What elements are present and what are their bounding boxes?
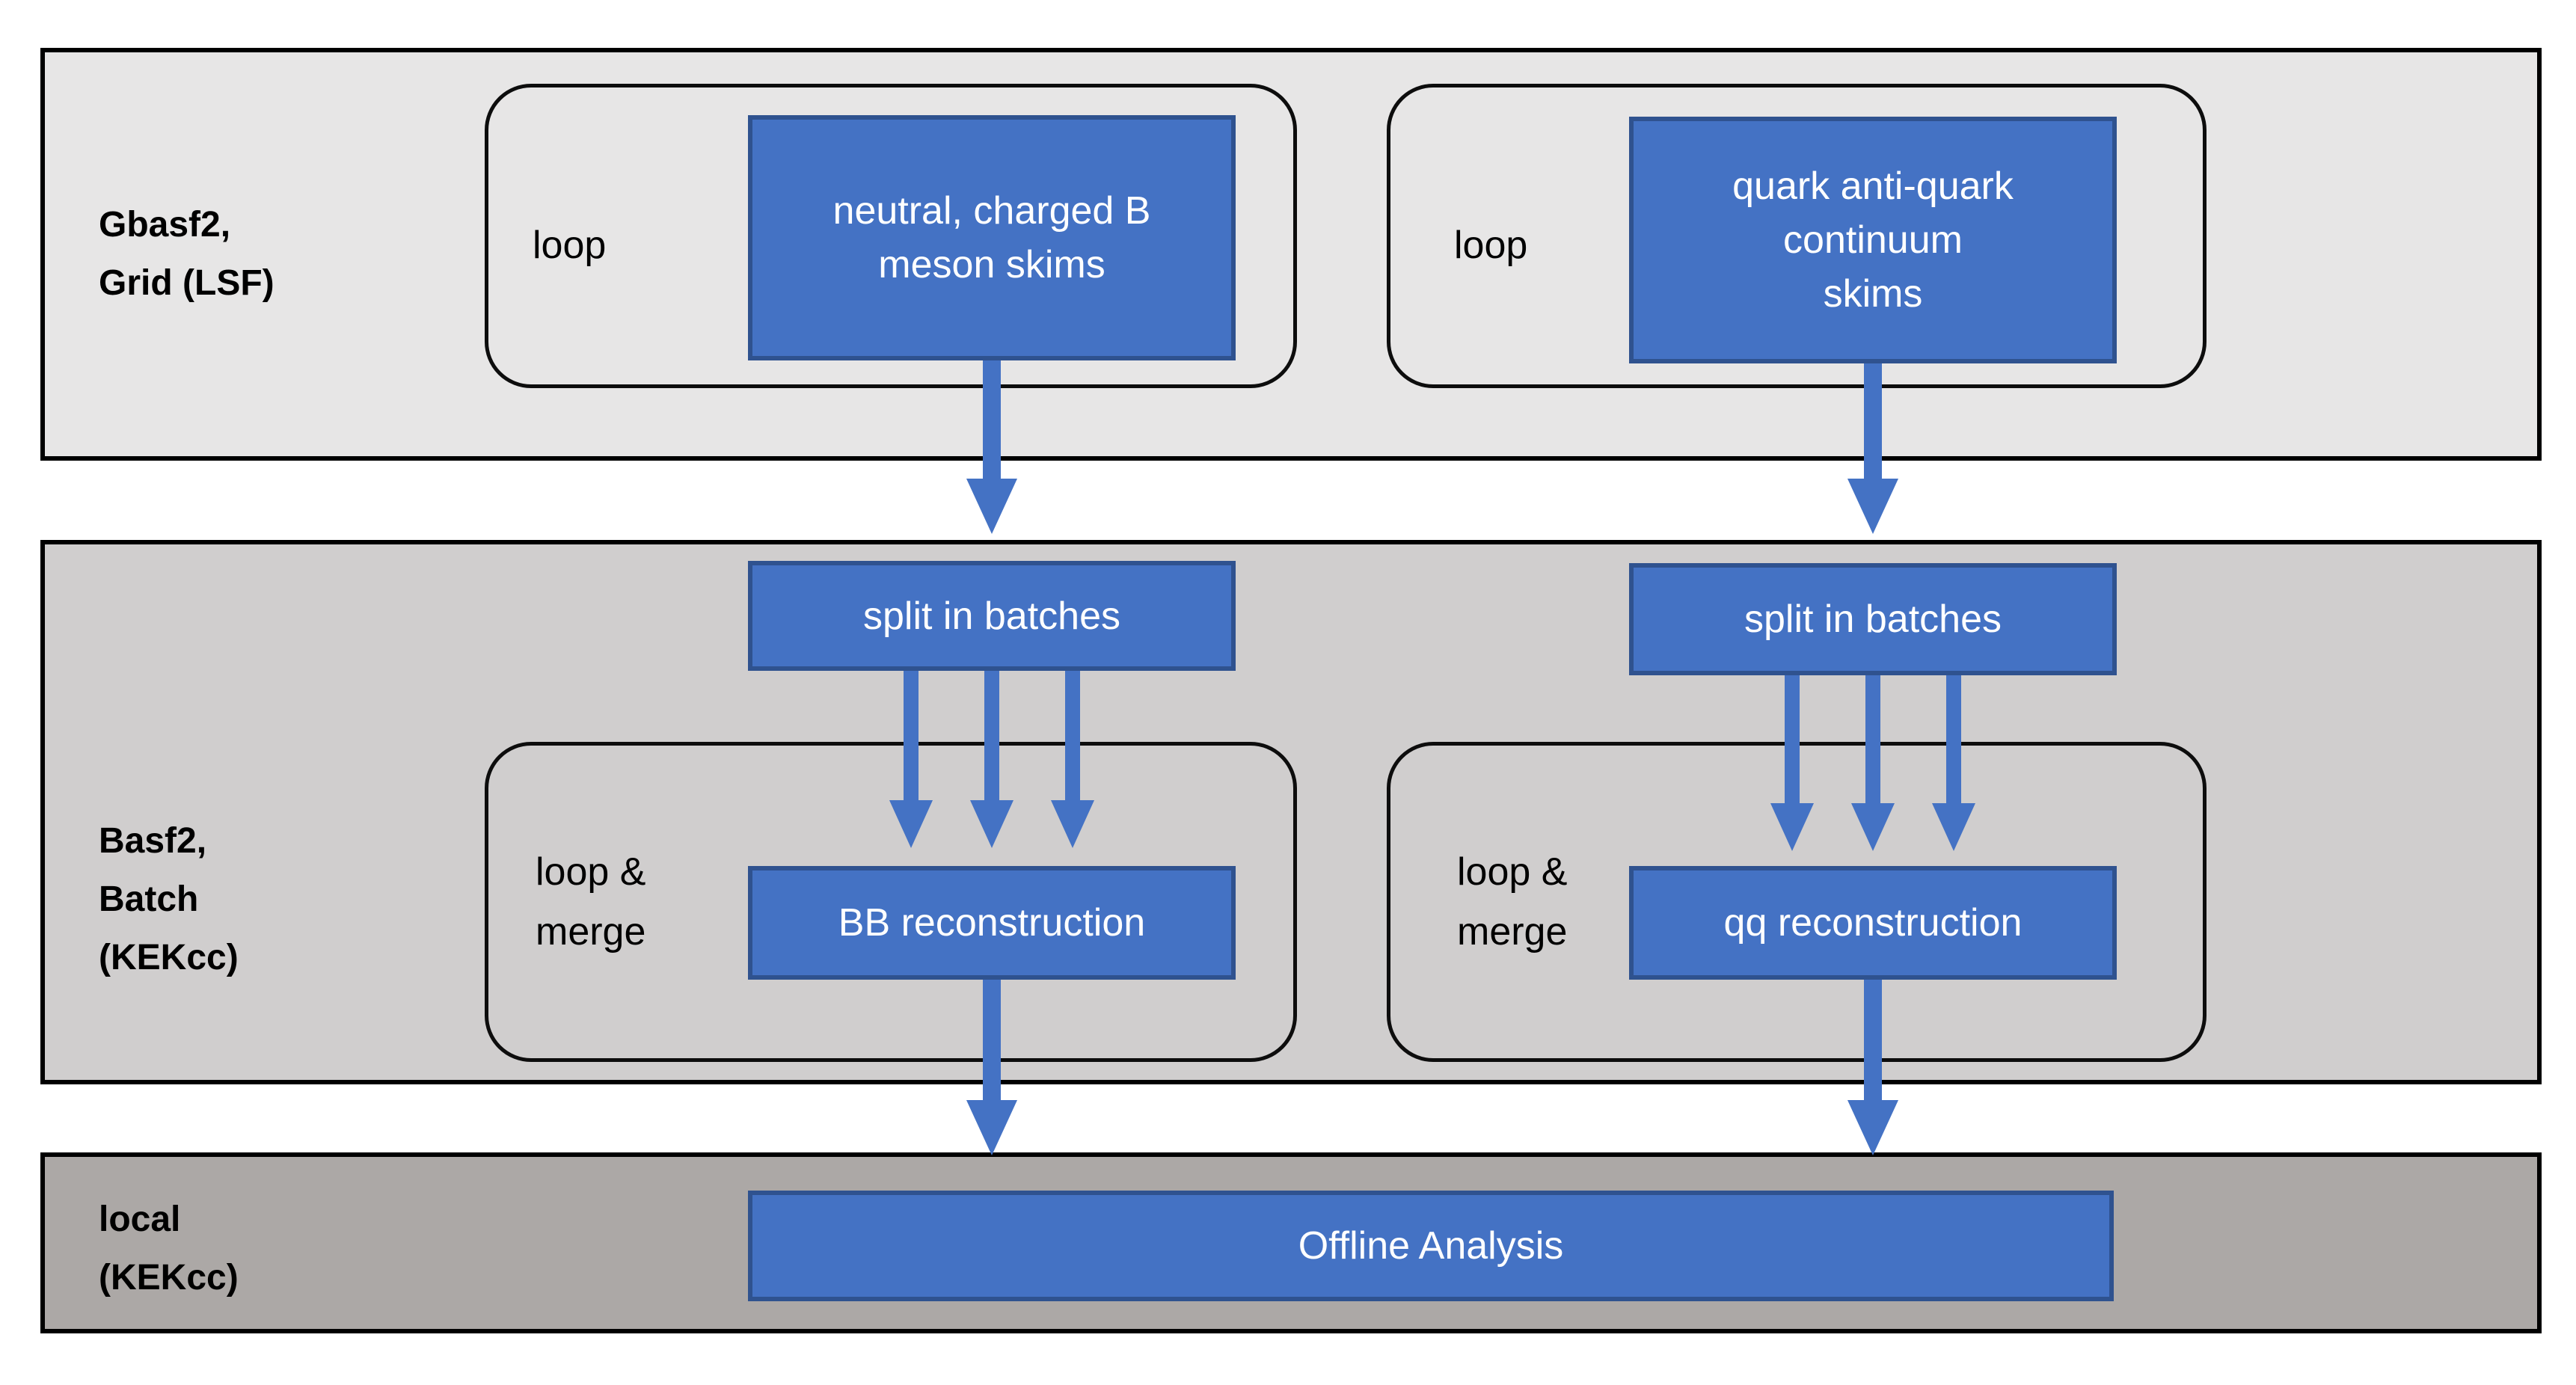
box-split-in-batches-right: split in batches: [1629, 563, 2117, 675]
arrow-skims-qq-to-split: [1847, 360, 1898, 534]
lane-label-line: Basf2,: [99, 821, 207, 861]
loop-merge-label-line: loop &: [1457, 850, 1568, 894]
box-text-line: skims: [1823, 272, 1923, 316]
arrow-head-icon: [1051, 800, 1094, 848]
arrow-shaft: [1864, 977, 1882, 1103]
box-text-line: continuum: [1783, 218, 1963, 262]
arrow-reco-qq-to-offline: [1847, 977, 1898, 1155]
loop-label-right: loop: [1454, 224, 1528, 267]
lane-label-basf2-batch: Basf2, Batch (KEKcc): [99, 812, 239, 987]
loop-merge-group-b: [485, 742, 1297, 1062]
arrow-head-icon: [889, 800, 933, 848]
lane-label-gbasf2-grid: Gbasf2, Grid (LSF): [99, 196, 275, 313]
arrow-shaft: [1864, 360, 1882, 482]
arrow-split-qq-batch-2: [1851, 674, 1895, 851]
box-b-meson-skims: neutral, charged B meson skims: [748, 115, 1236, 360]
loop-merge-label-left: loop & merge: [536, 842, 645, 962]
arrow-split-b-batch-1: [889, 669, 933, 848]
lane-label-line: (KEKcc): [99, 938, 239, 977]
lane-label-local: local (KEKcc): [99, 1191, 239, 1307]
lane-label-line: Gbasf2,: [99, 205, 231, 245]
loop-merge-label-line: merge: [1457, 910, 1568, 953]
box-split-in-batches-left: split in batches: [748, 561, 1236, 671]
loop-merge-label-line: loop &: [536, 850, 646, 894]
arrow-shaft: [983, 357, 1001, 482]
lane-label-line: Batch: [99, 879, 199, 919]
arrow-split-b-batch-3: [1051, 669, 1094, 848]
arrow-split-qq-batch-1: [1770, 674, 1814, 851]
arrow-reco-b-to-offline: [966, 977, 1017, 1155]
loop-label-left: loop: [533, 224, 607, 267]
arrow-head-icon: [966, 1100, 1017, 1155]
arrow-head-icon: [1851, 803, 1895, 851]
arrow-head-icon: [1770, 803, 1814, 851]
arrow-head-icon: [966, 479, 1017, 534]
arrow-shaft: [1865, 674, 1880, 806]
box-bb-reconstruction: BB reconstruction: [748, 866, 1236, 980]
box-text-line: quark anti-quark: [1732, 165, 2014, 208]
arrow-skims-b-to-split: [966, 357, 1017, 534]
arrow-head-icon: [1847, 479, 1898, 534]
arrow-shaft: [983, 977, 1001, 1103]
arrow-head-icon: [1847, 1100, 1898, 1155]
arrow-shaft: [1065, 669, 1080, 803]
arrow-shaft: [904, 669, 919, 803]
arrow-shaft: [984, 669, 999, 803]
box-text-line: meson skims: [878, 243, 1105, 286]
lane-label-line: Grid (LSF): [99, 263, 275, 303]
lane-label-line: local: [99, 1200, 181, 1239]
loop-group-b-skims: [485, 84, 1297, 388]
box-text-line: neutral, charged B: [832, 189, 1151, 233]
box-qq-reconstruction: qq reconstruction: [1629, 866, 2117, 980]
arrow-split-b-batch-2: [970, 669, 1013, 848]
lane-basf2-batch: [40, 540, 2542, 1084]
arrow-shaft: [1946, 674, 1961, 806]
loop-merge-label-line: merge: [536, 910, 646, 953]
loop-group-qq-skims: [1387, 84, 2207, 388]
arrow-head-icon: [970, 800, 1013, 848]
arrow-head-icon: [1932, 803, 1975, 851]
arrow-shaft: [1785, 674, 1800, 806]
box-qq-continuum-skims: quark anti-quark continuum skims: [1629, 117, 2117, 363]
box-offline-analysis: Offline Analysis: [748, 1191, 2114, 1301]
arrow-split-qq-batch-3: [1932, 674, 1975, 851]
loop-merge-label-right: loop & merge: [1457, 842, 1567, 962]
lane-label-line: (KEKcc): [99, 1258, 239, 1298]
